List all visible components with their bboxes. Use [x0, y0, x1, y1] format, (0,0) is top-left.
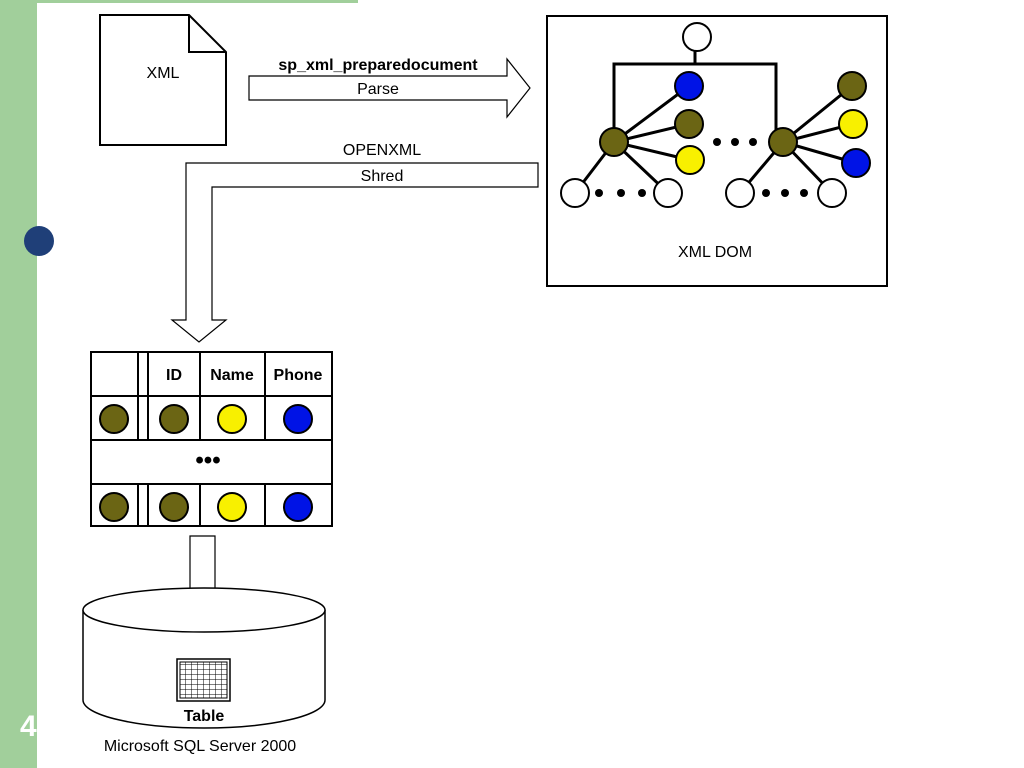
table-cell-value	[159, 404, 189, 434]
dom-root-node	[682, 22, 712, 52]
openxml-shred-arrow	[170, 162, 539, 343]
database-caption: Microsoft SQL Server 2000	[104, 738, 296, 755]
xml-dom-nodes	[560, 22, 871, 208]
xml-dom-ellipsis	[595, 138, 808, 197]
dom-leaf-node	[817, 178, 847, 208]
shred-arrow-label: Shred	[361, 168, 404, 185]
table-cell-value	[283, 404, 313, 434]
table-cell-value	[99, 492, 129, 522]
dom-element-node	[768, 127, 798, 157]
dom-element-node	[599, 127, 629, 157]
table-icon-label: Table	[184, 708, 225, 725]
xml-dom-label: XML DOM	[678, 244, 752, 261]
table-cell-value	[283, 492, 313, 522]
dom-node	[838, 109, 868, 139]
dom-leaf-node	[560, 178, 590, 208]
openxml-arrow-label: OPENXML	[343, 142, 421, 159]
rowset-table-rows	[99, 404, 313, 522]
dom-node	[674, 71, 704, 101]
dom-leaf-node	[653, 178, 683, 208]
dom-leaf-node	[725, 178, 755, 208]
dom-node	[837, 71, 867, 101]
parse-arrow	[248, 57, 531, 119]
bullet-point	[24, 226, 54, 256]
slide-side-panel	[0, 0, 37, 768]
slide-top-accent-strip	[37, 0, 358, 3]
parse-arrow-function-label: sp_xml_preparedocument	[278, 57, 478, 74]
table-header-cell: Name	[210, 367, 254, 384]
dom-node	[841, 148, 871, 178]
xml-document-label: XML	[147, 65, 180, 82]
xml-dom-tree	[573, 48, 857, 195]
table-header-cell: ID	[166, 367, 182, 384]
slide-number: 4	[20, 710, 37, 743]
table-header-cell: Phone	[274, 367, 323, 384]
rowset-table-headers: ID Name Phone	[166, 367, 323, 384]
table-cell-value	[159, 492, 189, 522]
rowset-table-ellipsis: •••	[195, 447, 220, 474]
xml-document-icon	[99, 14, 227, 146]
table-cell-value	[217, 492, 247, 522]
table-cell-value	[99, 404, 129, 434]
table-grid-icon	[176, 658, 231, 702]
table-cell-value	[217, 404, 247, 434]
parse-arrow-label: Parse	[357, 81, 399, 98]
dom-node	[675, 145, 705, 175]
dom-node	[674, 109, 704, 139]
